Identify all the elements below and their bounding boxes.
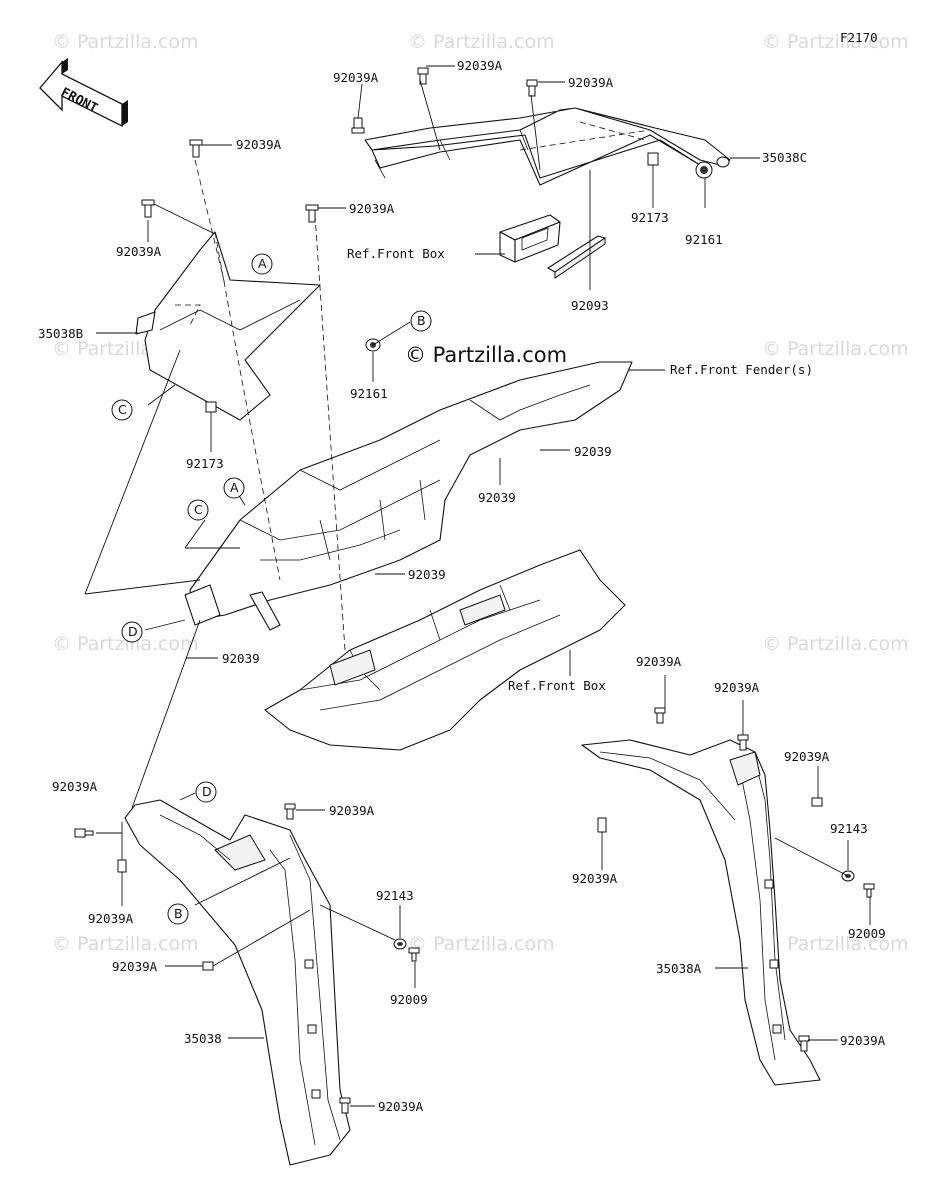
- bracket-35038c: [364, 107, 731, 263]
- callout-a-top: A: [251, 253, 273, 275]
- callout-b-low: B: [167, 903, 189, 925]
- guard-35038-leaders: [96, 792, 416, 1107]
- guard-35038a: [581, 739, 821, 1086]
- grommet-icon: [695, 161, 713, 179]
- clip-icon: [351, 117, 365, 134]
- clip-icon: [417, 67, 429, 85]
- part-label: 35038: [184, 1031, 222, 1046]
- watermark: © Partzilla.com: [52, 31, 199, 53]
- clip-icon: [798, 1035, 810, 1052]
- part-label: 92039: [222, 651, 260, 666]
- part-label: 92161: [685, 232, 723, 247]
- watermark: © Partzilla.com: [408, 933, 555, 955]
- clip-icon: [737, 734, 749, 751]
- part-label: 92093: [571, 298, 609, 313]
- part-label: 92039A: [378, 1099, 424, 1114]
- part-label: 92161: [350, 386, 388, 401]
- part-label: 92173: [186, 456, 224, 471]
- watermark: © Partzilla.com: [52, 933, 199, 955]
- guard-35038: [124, 799, 351, 1166]
- figure-code: F2170: [840, 30, 878, 45]
- watermark: © Partzilla.com: [408, 31, 555, 53]
- callout-c-left-label: C: [118, 402, 127, 417]
- part-label: 92039A: [714, 680, 760, 695]
- clip-icon: [117, 859, 127, 873]
- watermark: © Partzilla.com: [762, 633, 909, 655]
- center-watermark: © Partzilla.com: [405, 343, 567, 367]
- callout-d-low: D: [195, 781, 217, 803]
- callout-b-low-label: B: [174, 906, 183, 921]
- part-label: 92173: [631, 210, 669, 225]
- part-label: 92039A: [784, 749, 830, 764]
- part-label: 92039A: [349, 201, 395, 216]
- part-label: 92009: [390, 992, 428, 1007]
- clip-icon: [141, 199, 155, 218]
- fender-panel-center: [184, 361, 633, 631]
- clip-icon: [189, 139, 203, 158]
- part-label: 92039A: [636, 654, 682, 669]
- top-leaders: [147, 65, 760, 676]
- clip-icon: [339, 1097, 351, 1114]
- clip-icon: [305, 204, 319, 223]
- callout-d-mid-label: D: [128, 624, 138, 639]
- watermark: © Partzilla.com: [762, 933, 909, 955]
- part-label: 92143: [830, 821, 868, 836]
- part-label: 92039: [574, 444, 612, 459]
- grommet-icon: [716, 156, 730, 168]
- screw-icon: [863, 883, 875, 898]
- callout-b-top-label: B: [417, 313, 426, 328]
- screw-icon: [408, 947, 420, 962]
- part-label: 92143: [376, 888, 414, 903]
- guard-35038a-leaders: [601, 675, 871, 1041]
- clip-icon: [284, 803, 296, 820]
- clip-icon: [202, 961, 214, 971]
- part-label: 92039A: [572, 871, 618, 886]
- callout-d-low-label: D: [202, 784, 212, 799]
- part-label: 92039A: [88, 911, 134, 926]
- part-label: 35038C: [762, 150, 807, 165]
- part-label: 92039A: [52, 779, 98, 794]
- front-box-center: [264, 549, 626, 751]
- clip-icon: [597, 817, 607, 833]
- part-label: 92039: [408, 567, 446, 582]
- watermark: © Partzilla.com: [52, 633, 199, 655]
- part-label: 92039A: [112, 959, 158, 974]
- clip-icon: [74, 828, 94, 838]
- callout-c-mid-label: C: [194, 502, 203, 517]
- part-label: 35038B: [38, 326, 83, 341]
- clip-icon: [811, 797, 823, 807]
- part-label: 92039: [478, 490, 516, 505]
- callout-b-top: B: [410, 310, 432, 332]
- part-labels: 92039A 92039A 92039A 35038C 92173 92161 …: [38, 58, 886, 1114]
- watermark: © Partzilla.com: [762, 338, 909, 360]
- part-label: 92039A: [236, 137, 282, 152]
- part-label: 92039A: [116, 244, 162, 259]
- part-label: 92039A: [568, 75, 614, 90]
- callout-a-mid-label: A: [230, 480, 239, 495]
- part-label: 92039A: [329, 803, 375, 818]
- front-arrow-icon: FRONT: [39, 58, 128, 128]
- callout-a-top-label: A: [258, 256, 267, 271]
- part-label: 92039A: [840, 1033, 886, 1048]
- clip-icon: [647, 152, 659, 166]
- callout-d-mid: D: [121, 621, 143, 643]
- clip-icon: [526, 79, 538, 97]
- part-label: Ref.Front Box: [508, 678, 606, 693]
- part-label: 92009: [848, 926, 886, 941]
- part-label: Ref.Front Fender(s): [670, 362, 813, 377]
- panel-35038b: [96, 159, 321, 452]
- callout-c-mid: C: [187, 499, 209, 521]
- part-label: 92039A: [457, 58, 503, 73]
- part-label: 35038A: [656, 961, 702, 976]
- part-label: Ref.Front Box: [347, 246, 445, 261]
- part-label: 92039A: [333, 70, 379, 85]
- callout-a-mid: A: [223, 477, 245, 499]
- strip-92093: [547, 235, 606, 279]
- watermark: © Partzilla.com: [762, 31, 909, 53]
- callout-c-left: C: [111, 399, 133, 421]
- clip-icon: [654, 707, 666, 724]
- grommet-icon: [393, 938, 407, 950]
